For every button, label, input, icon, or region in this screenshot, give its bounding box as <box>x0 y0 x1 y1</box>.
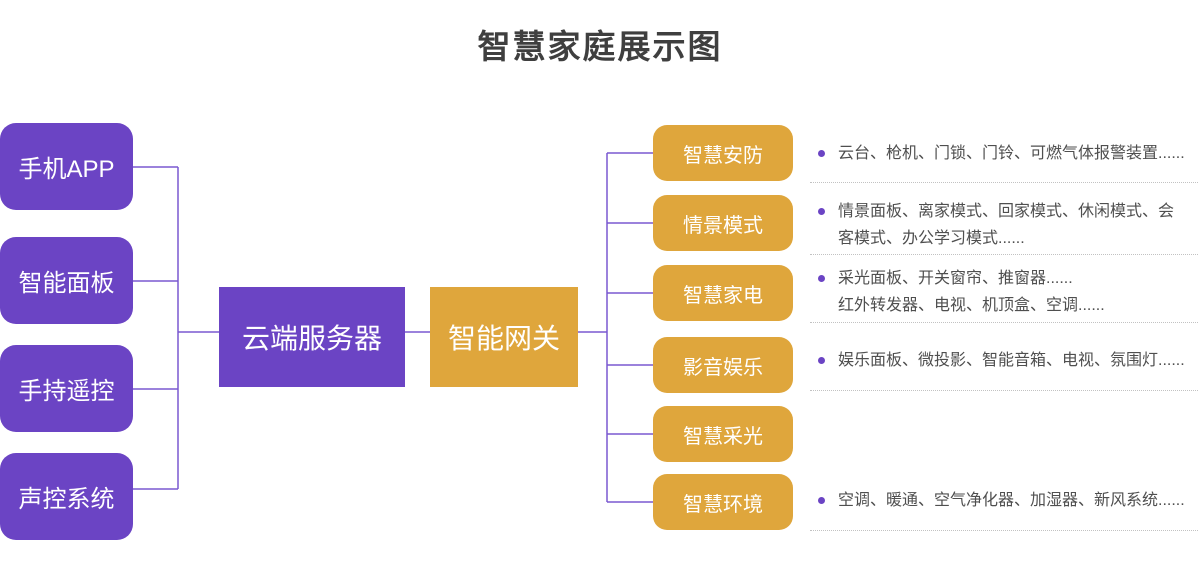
bullet-icon <box>818 150 825 157</box>
desc-line: 空调、暖通、空气净化器、加湿器、新风系统...... <box>838 492 1185 509</box>
node-smart-gateway: 智能网关 <box>430 287 578 387</box>
node-smart-lighting: 智慧采光 <box>653 406 793 462</box>
divider <box>810 390 1198 391</box>
node-av-entertainment: 影音娱乐 <box>653 337 793 393</box>
node-smart-environment: 智慧环境 <box>653 474 793 530</box>
desc-line: 娱乐面板、微投影、智能音箱、电视、氛围灯...... <box>838 352 1185 369</box>
divider <box>810 530 1198 531</box>
desc-line: 采光面板、开关窗帘、推窗器...... <box>838 270 1073 287</box>
desc-line: 红外转发器、电视、机顶盒、空调...... <box>838 297 1105 314</box>
bullet-icon <box>818 275 825 282</box>
node-scene-mode: 情景模式 <box>653 195 793 251</box>
divider <box>810 322 1198 323</box>
bullet-icon <box>818 357 825 364</box>
desc-av-entertainment: 娱乐面板、微投影、智能音箱、电视、氛围灯...... <box>812 347 1192 374</box>
node-handheld-remote: 手持遥控 <box>0 345 133 432</box>
desc-smart-security: 云台、枪机、门锁、门铃、可燃气体报警装置...... <box>812 140 1192 167</box>
diagram-title: 智慧家庭展示图 <box>477 28 723 65</box>
desc-line: 情景面板、离家模式、回家模式、休闲模式、会客模式、办公学习模式...... <box>838 203 1175 247</box>
node-phone-app: 手机APP <box>0 123 133 210</box>
desc-smart-appliance: 采光面板、开关窗帘、推窗器...... 红外转发器、电视、机顶盒、空调.....… <box>812 265 1192 319</box>
divider <box>810 182 1198 183</box>
node-cloud-server: 云端服务器 <box>219 287 405 387</box>
node-smart-security: 智慧安防 <box>653 125 793 181</box>
bullet-icon <box>818 497 825 504</box>
desc-line: 云台、枪机、门锁、门铃、可燃气体报警装置...... <box>838 145 1185 162</box>
node-smart-panel: 智能面板 <box>0 237 133 324</box>
node-voice-control: 声控系统 <box>0 453 133 540</box>
desc-smart-environment: 空调、暖通、空气净化器、加湿器、新风系统...... <box>812 487 1192 514</box>
desc-scene-mode: 情景面板、离家模式、回家模式、休闲模式、会客模式、办公学习模式...... <box>812 198 1192 252</box>
node-smart-appliance: 智慧家电 <box>653 265 793 321</box>
divider <box>810 254 1198 255</box>
bullet-icon <box>818 208 825 215</box>
